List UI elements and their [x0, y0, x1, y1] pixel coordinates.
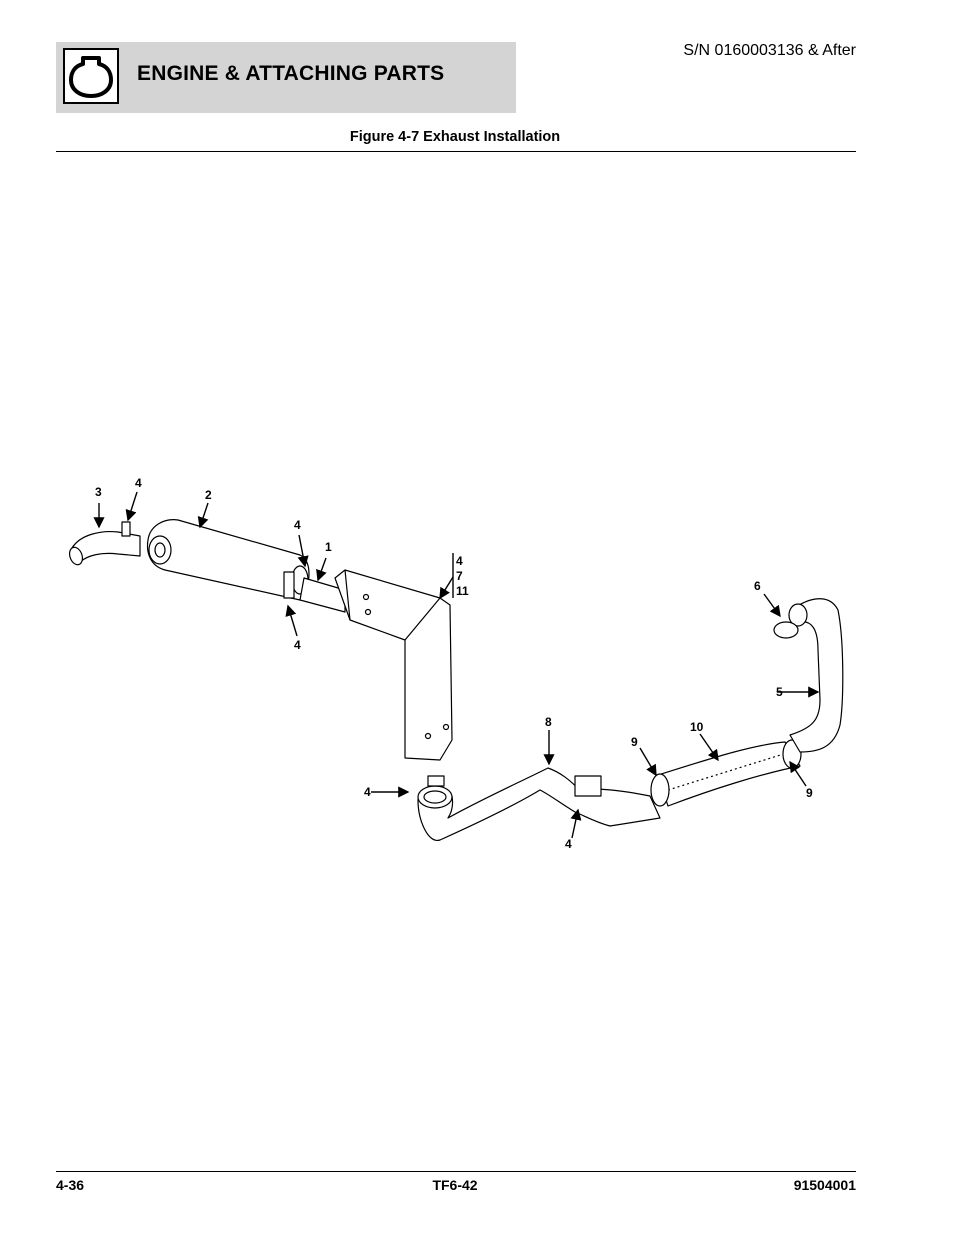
section-title: ENGINE & ATTACHING PARTS — [137, 62, 445, 85]
document-number: 91504001 — [793, 1177, 856, 1193]
callout-label: 10 — [690, 720, 704, 734]
callout-label: 6 — [754, 579, 761, 593]
mount-bracket-part — [334, 569, 453, 761]
callout-label: 4 — [294, 638, 301, 652]
lower-exhaust-pipe-part — [417, 767, 661, 841]
callout-label: 1 — [325, 540, 332, 554]
elbow-pipe-part — [788, 598, 844, 753]
page-number: 4-36 — [56, 1177, 85, 1193]
model-number: TF6-42 — [432, 1177, 478, 1193]
u-bolt-clamp-part — [574, 775, 602, 797]
clamp-part — [283, 571, 295, 599]
flex-hose-part — [650, 739, 802, 807]
inlet-pipe-part — [299, 577, 346, 613]
figure-caption: Figure 4-7 Exhaust Installation — [349, 129, 561, 145]
clamp-ring-part — [773, 621, 799, 639]
callout-label: 9 — [631, 735, 638, 749]
footer-divider — [56, 1171, 856, 1172]
callout-label: 8 — [545, 715, 552, 729]
tail-pipe-part — [68, 530, 141, 566]
serial-number: S/N 0160003136 & After — [683, 42, 856, 59]
callout-label: 2 — [205, 488, 212, 502]
callout-label: 5 — [776, 685, 783, 699]
clamp-part — [121, 521, 131, 537]
header-divider — [56, 151, 856, 152]
callout-label: 4 — [135, 476, 142, 490]
callout-label: 4 — [364, 785, 371, 799]
callout-label: 4 — [456, 554, 463, 568]
callout-label: 3 — [95, 485, 102, 499]
u-bolt-clamp-part — [427, 775, 445, 787]
section-header-band — [56, 42, 516, 113]
callout-label: 9 — [806, 786, 813, 800]
callout-label: 4 — [294, 518, 301, 532]
callout-label: 7 — [456, 569, 463, 583]
callout-label: 11 — [456, 584, 469, 598]
engine-icon — [63, 48, 119, 104]
callout-label: 4 — [565, 837, 572, 851]
